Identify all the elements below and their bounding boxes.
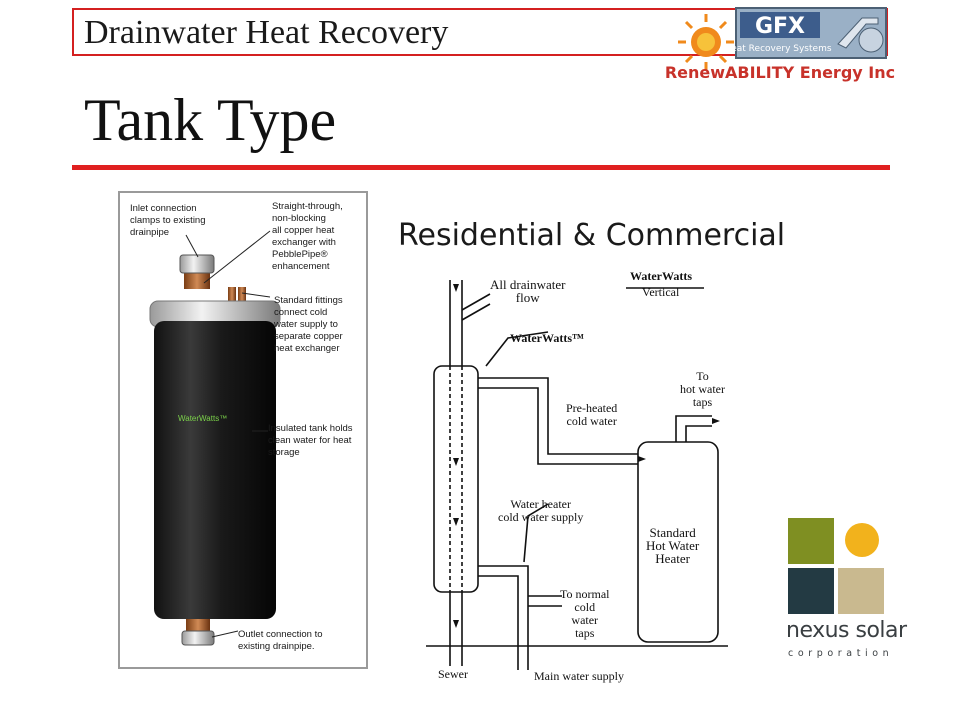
label-to-cold-taps: To normal cold water taps — [560, 587, 610, 640]
title-divider — [72, 165, 890, 170]
nexus-dark-square — [788, 568, 834, 614]
gfx-renewability-logo: GFX Heat Recovery Systems RenewABILITY E… — [666, 7, 896, 82]
callout-standard-fittings: Standard fittings connect cold water sup… — [274, 295, 343, 354]
nexus-green-square — [788, 518, 834, 564]
waterwatts-tank-illustration: WaterWatts™ — [149, 230, 281, 646]
callout-inlet: Inlet connection clamps to existing drai… — [130, 203, 206, 238]
label-waterwatts: WaterWatts™ — [510, 331, 584, 345]
nexus-tan-square — [838, 568, 884, 614]
nexus-sun-circle — [845, 523, 879, 557]
schematic-lines — [426, 280, 728, 670]
nexus-name: nexus solar — [786, 618, 907, 643]
tank-product-label: WaterWatts™ — [178, 414, 227, 423]
callout-heat-exchanger: Straight-through, non-blocking all coppe… — [272, 201, 343, 272]
label-sewer: Sewer — [438, 667, 468, 681]
shower-icon — [837, 17, 884, 53]
slide-title: Tank Type — [84, 87, 337, 153]
diagram-subtitle: Vertical — [642, 285, 680, 299]
gfx-badge: GFX — [755, 14, 805, 39]
label-all-drainwater: All drainwater flow — [490, 277, 566, 305]
renewability-wordmark: RenewABILITY Energy Inc. — [666, 63, 896, 82]
label-heater-cold-supply: Water heater cold water supply — [498, 497, 584, 524]
gfx-tagline: Heat Recovery Systems — [724, 44, 831, 54]
sun-icon — [678, 14, 734, 70]
diagram-title: WaterWatts — [630, 269, 692, 283]
nexus-subtitle: corporation — [788, 648, 894, 659]
header-title: Drainwater Heat Recovery — [84, 14, 449, 51]
callout-outlet: Outlet connection to existing drainpipe. — [238, 629, 323, 652]
callout-insulated-tank: Insulated tank holds clean water for hea… — [268, 423, 353, 458]
label-preheated-cold-water: Pre-heated cold water — [566, 401, 618, 428]
label-to-hot-water-taps: To hot water taps — [680, 369, 725, 409]
label-standard-heater: Standard Hot Water Heater — [646, 525, 700, 566]
slide-subtitle: Residential & Commercial — [398, 218, 786, 253]
nexus-solar-logo — [788, 518, 884, 614]
product-photo-panel: WaterWatts™ Inlet connection clamps to e… — [118, 191, 368, 669]
plumbing-schematic: WaterWatts Vertical All drainwater flow … — [398, 266, 738, 690]
label-main-water-supply: Main water supply — [534, 669, 624, 683]
